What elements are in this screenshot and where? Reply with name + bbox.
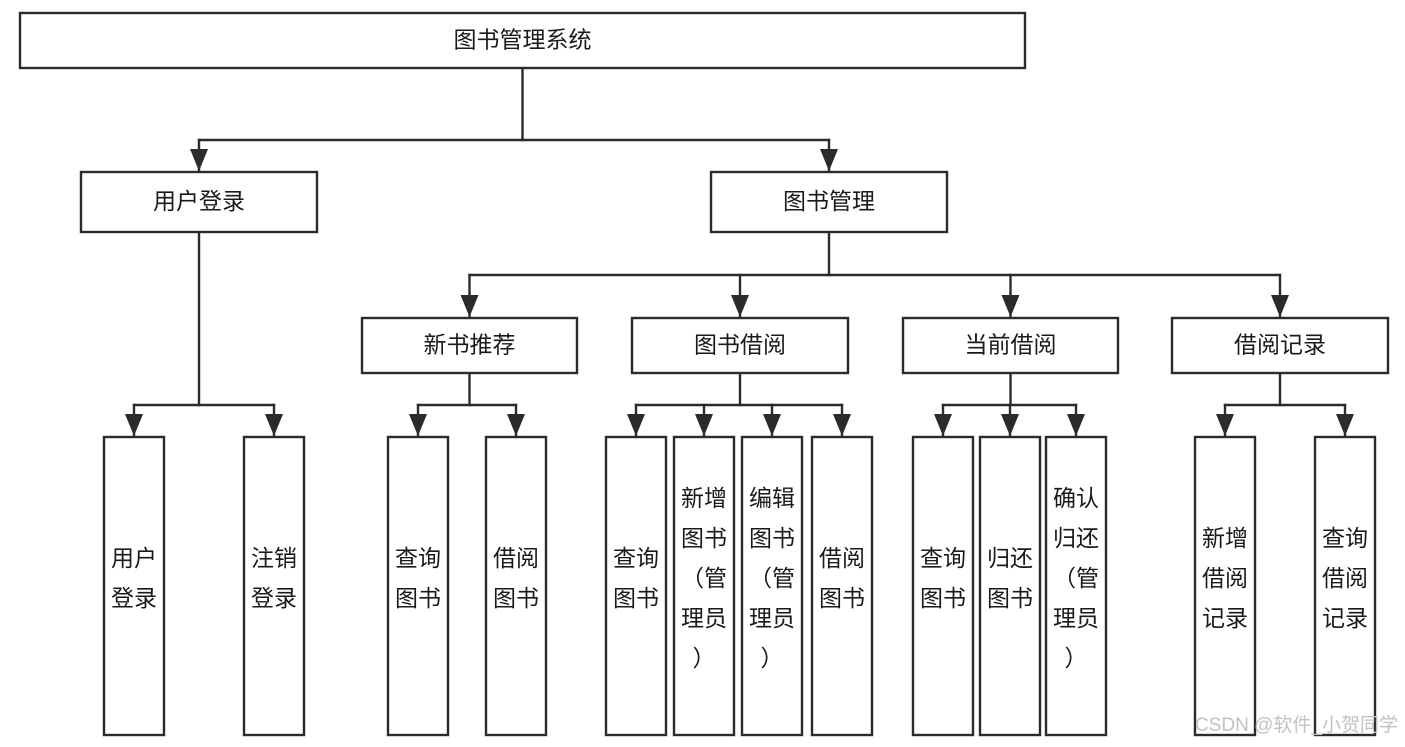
node-leaf[interactable]: 查询图书 — [911, 435, 975, 737]
bookmanage-to-level3-arrow-icon — [1001, 295, 1020, 317]
node-level3[interactable]: 借阅记录 — [1170, 316, 1390, 375]
current-borrow-to-leaves-arrow-icon — [1001, 414, 1019, 436]
root-to-level2-arrow-icon — [820, 149, 838, 171]
node-label: 归还图书 — [987, 545, 1033, 611]
node-label: 新增图书（管理员） — [681, 485, 727, 671]
borrow-record-to-leaves-arrow-icon — [1336, 414, 1354, 436]
node-leaf[interactable]: 注销登录 — [242, 435, 306, 737]
node-label: 新增借阅记录 — [1202, 525, 1248, 631]
node-level2[interactable]: 用户登录 — [79, 170, 319, 234]
node-leaf[interactable]: 确认归还（管理员） — [1044, 435, 1108, 737]
node-box — [1193, 435, 1257, 737]
node-label: 用户登录 — [153, 188, 245, 214]
node-leaf[interactable]: 编辑图书（管理员） — [740, 435, 804, 737]
node-label: 借阅图书 — [819, 545, 865, 611]
node-label: 确认归还（管理员） — [1053, 485, 1099, 671]
node-box — [901, 316, 1120, 375]
node-box — [18, 11, 1027, 70]
node-label: 查询图书 — [613, 545, 659, 611]
node-box — [242, 435, 306, 737]
node-leaf[interactable]: 借阅图书 — [810, 435, 874, 737]
node-label: 用户登录 — [111, 545, 157, 611]
node-label: 新书推荐 — [424, 332, 516, 358]
node-box — [978, 435, 1042, 737]
node-level3[interactable]: 图书借阅 — [630, 316, 850, 375]
node-leaf[interactable]: 用户登录 — [102, 435, 166, 737]
node-box — [911, 435, 975, 737]
node-root-图书管理系统[interactable]: 图书管理系统 — [18, 11, 1027, 70]
node-label: 借阅记录 — [1234, 332, 1326, 358]
bookmanage-to-level3-arrow-icon — [731, 295, 749, 317]
bookmanage-to-level3-arrow-icon — [460, 295, 479, 317]
connector-layer — [125, 66, 1354, 438]
node-box — [1170, 316, 1390, 375]
node-box — [484, 435, 548, 737]
node-box — [810, 435, 874, 737]
current-borrow-to-leaves-arrow-icon — [934, 414, 952, 436]
book-borrow-to-leaves-arrow-icon — [627, 414, 645, 436]
node-leaf[interactable]: 查询图书 — [386, 435, 450, 737]
node-box — [386, 435, 450, 737]
node-label: 图书管理 — [783, 188, 875, 214]
user-login-to-leaves-arrow-icon — [265, 414, 283, 436]
book-borrow-to-leaves-arrow-icon — [763, 414, 781, 436]
root-to-level2-arrow-icon — [190, 149, 208, 171]
node-box — [102, 435, 166, 737]
current-borrow-to-leaves-arrow-icon — [1067, 414, 1085, 436]
node-label: 借阅图书 — [493, 545, 539, 611]
new-book-rec-to-leaves-arrow-icon — [507, 414, 525, 436]
new-book-rec-to-leaves-arrow-icon — [409, 414, 427, 436]
node-leaf[interactable]: 借阅图书 — [484, 435, 548, 737]
node-box — [604, 435, 668, 737]
node-leaf[interactable]: 查询图书 — [604, 435, 668, 737]
user-login-to-leaves-arrow-icon — [125, 414, 143, 436]
node-box — [630, 316, 850, 375]
node-label: 当前借阅 — [965, 332, 1057, 358]
node-box — [672, 435, 736, 737]
borrow-record-to-leaves-arrow-icon — [1216, 414, 1234, 436]
node-box — [740, 435, 804, 737]
node-label: 查询借阅记录 — [1322, 525, 1368, 631]
node-level3[interactable]: 当前借阅 — [901, 316, 1120, 375]
node-leaf[interactable]: 新增图书（管理员） — [672, 435, 736, 737]
node-box — [1313, 435, 1377, 737]
book-borrow-to-leaves-arrow-icon — [695, 414, 713, 436]
node-level3[interactable]: 新书推荐 — [360, 316, 579, 375]
node-label: 查询图书 — [920, 545, 966, 611]
node-label: 图书借阅 — [694, 332, 786, 358]
node-leaf[interactable]: 新增借阅记录 — [1193, 435, 1257, 737]
node-leaf[interactable]: 查询借阅记录 — [1313, 435, 1377, 737]
node-label: 编辑图书（管理员） — [749, 485, 795, 671]
node-box — [360, 316, 579, 375]
node-box — [1044, 435, 1108, 737]
node-leaf[interactable]: 归还图书 — [978, 435, 1042, 737]
bookmanage-to-level3-arrow-icon — [1271, 295, 1289, 317]
node-layer: 图书管理系统用户登录图书管理新书推荐图书借阅当前借阅借阅记录用户登录注销登录查询… — [18, 11, 1390, 737]
node-level2[interactable]: 图书管理 — [709, 170, 949, 234]
node-label: 查询图书 — [395, 545, 441, 611]
csdn-watermark: CSDN @软件_小贺同学 — [1195, 714, 1398, 736]
node-label: 注销登录 — [251, 545, 297, 611]
node-box — [79, 170, 319, 234]
book-borrow-to-leaves-arrow-icon — [833, 414, 851, 436]
node-label: 图书管理系统 — [454, 27, 592, 53]
node-box — [709, 170, 949, 234]
